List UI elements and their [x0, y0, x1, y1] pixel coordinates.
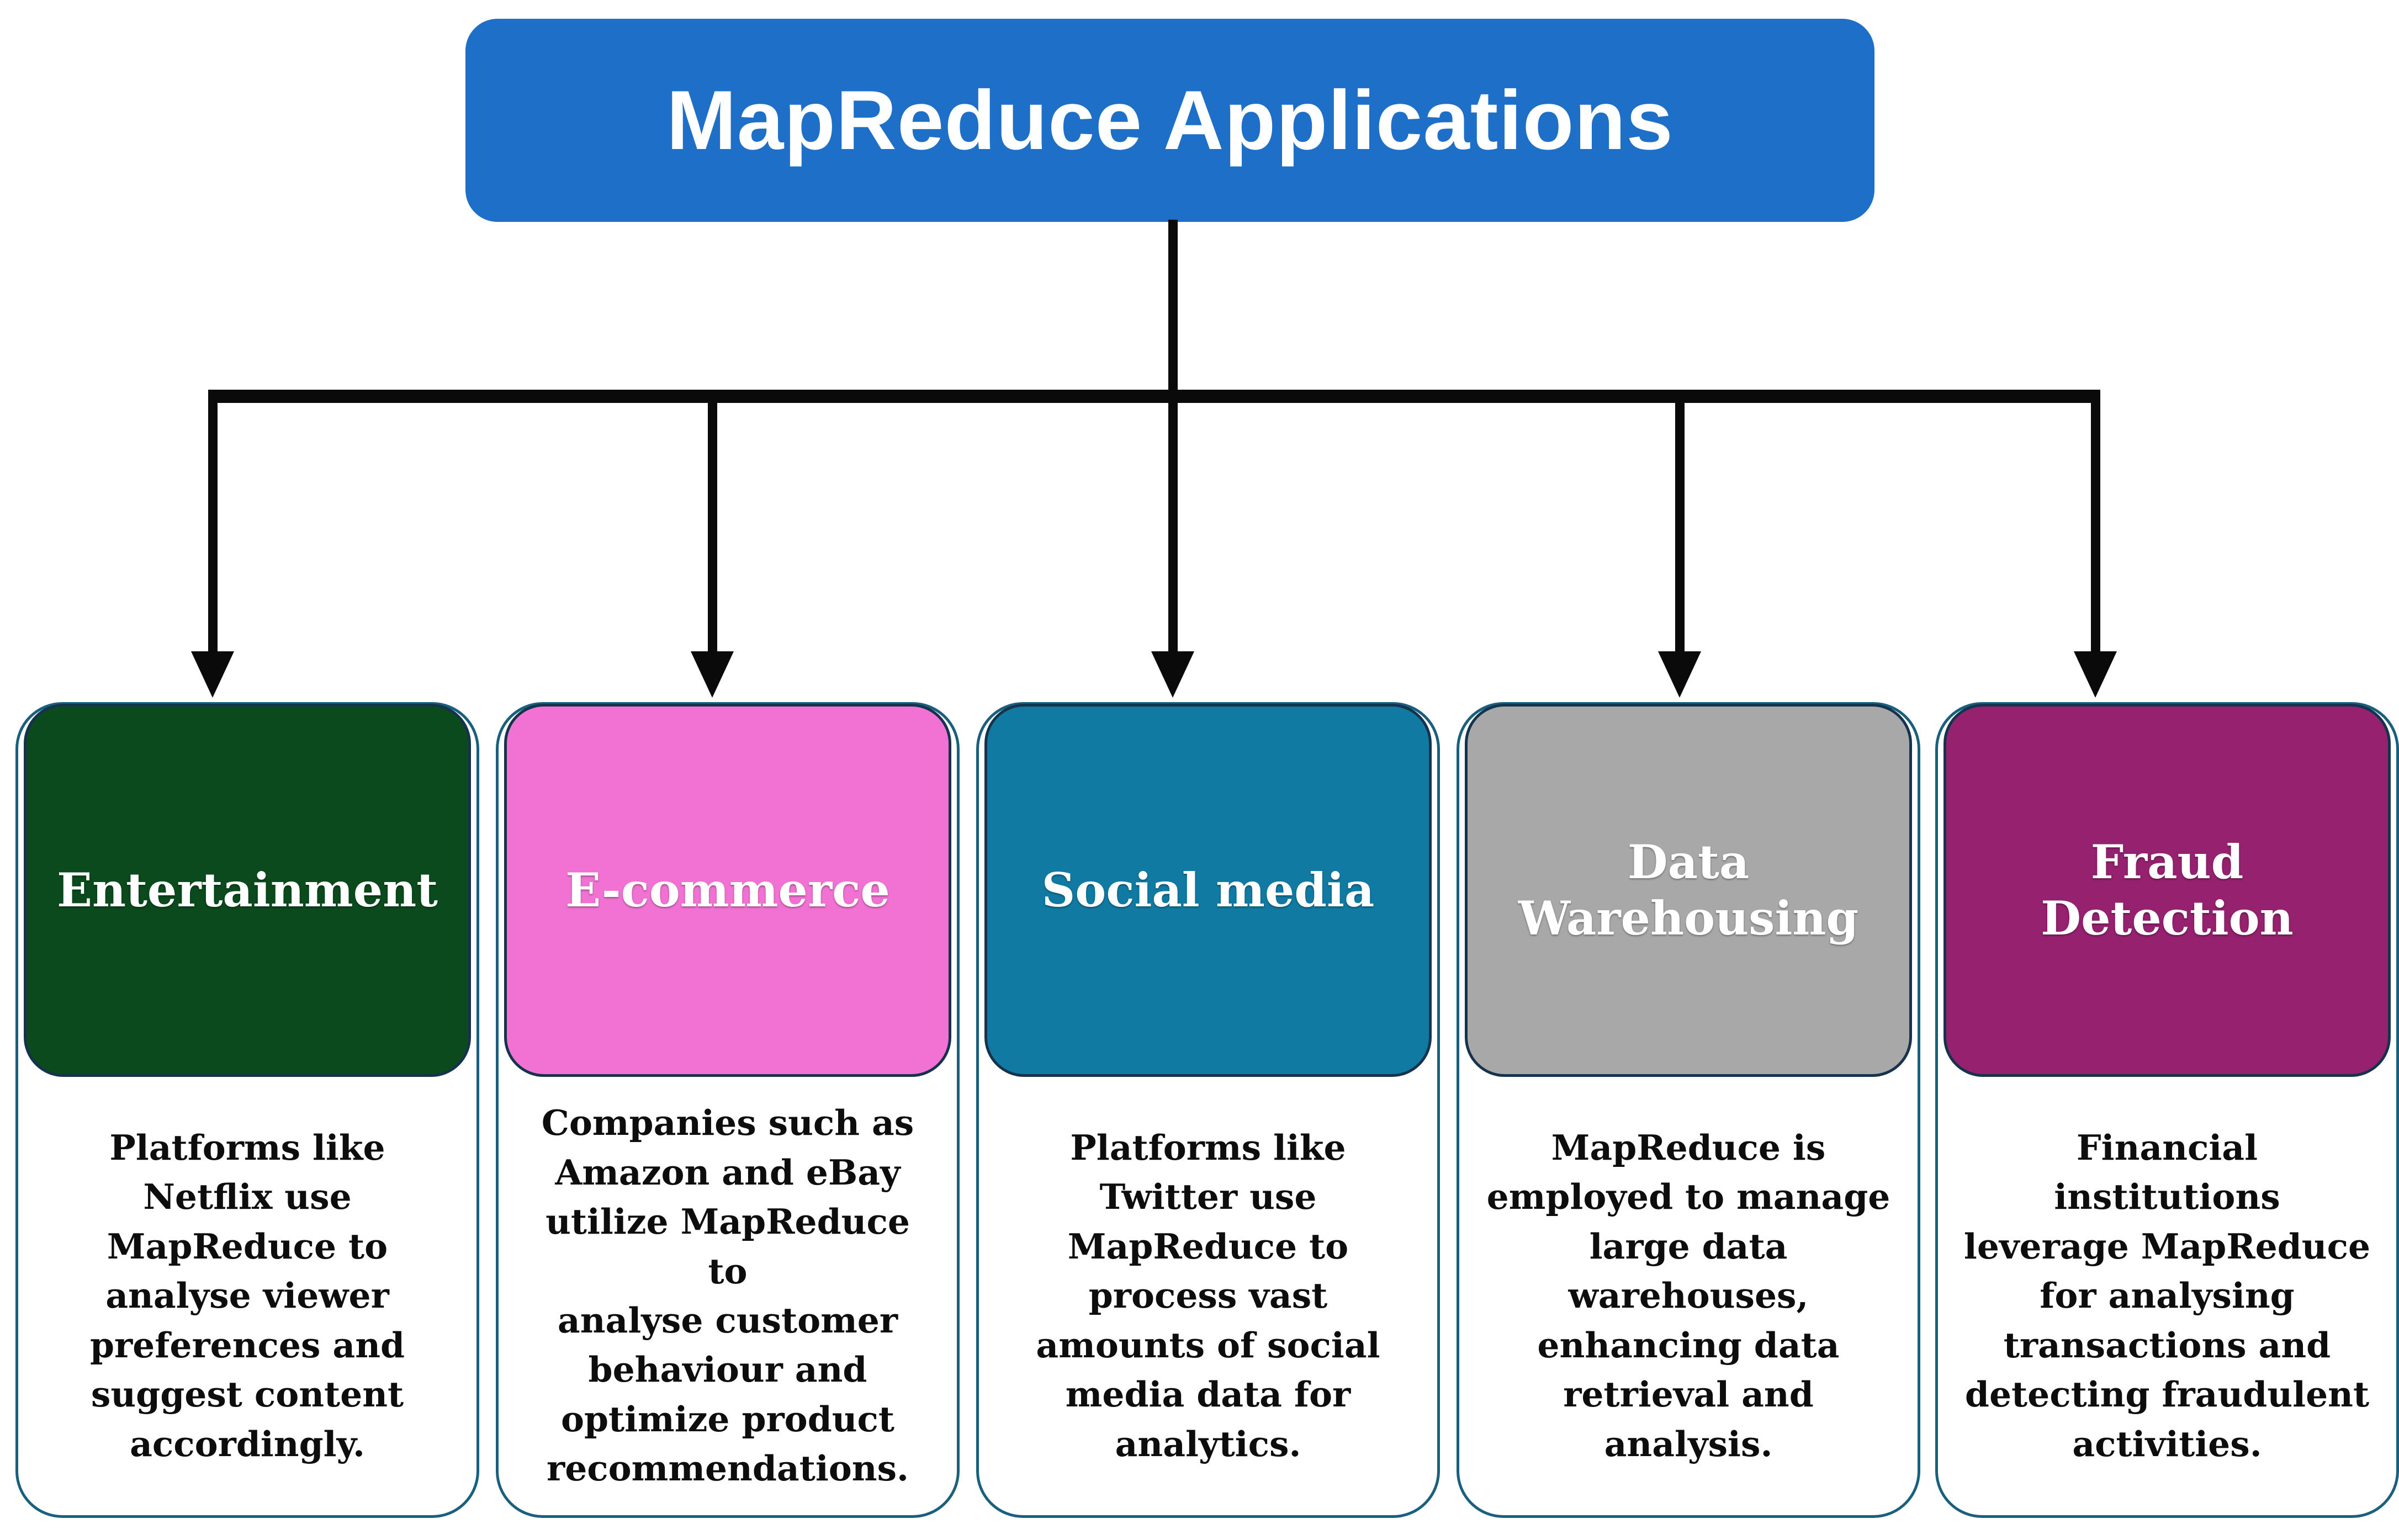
branch-title: Entertainment — [57, 862, 438, 917]
branch-card: Fraud Detection Financial institutions l… — [1935, 702, 2399, 1518]
arrow-line — [208, 401, 218, 652]
branch-description: Financial institutions leverage MapReduc… — [1938, 1077, 2396, 1515]
arrow-head-icon — [1658, 651, 1701, 698]
branch-description: Companies such as Amazon and eBay utiliz… — [499, 1077, 957, 1515]
branch-description: Platforms like Netflix use MapReduce to … — [18, 1077, 476, 1515]
arrow-head-icon — [1151, 651, 1194, 698]
branch-title: E-commerce — [565, 862, 890, 917]
connector-bar — [208, 390, 2100, 403]
arrow-line — [707, 401, 717, 652]
branch-title: Social media — [1041, 862, 1375, 917]
branch-description-text: Financial institutions leverage MapReduc… — [1963, 1127, 2371, 1464]
branch-card: E-commerce Companies such as Amazon and … — [496, 702, 960, 1518]
branch-title: Fraud Detection — [2041, 834, 2294, 946]
branch-card: Social media Platforms like Twitter use … — [976, 702, 1440, 1518]
branch-title: Data Warehousing — [1518, 834, 1859, 946]
branch-description-text: Platforms like Twitter use MapReduce to … — [1036, 1127, 1380, 1464]
branch-description: Platforms like Twitter use MapReduce to … — [979, 1077, 1437, 1515]
branch-description: MapReduce is employed to manage large da… — [1459, 1077, 1918, 1515]
arrow-line — [2090, 401, 2100, 652]
branch-description-text: Platforms like Netflix use MapReduce to … — [89, 1127, 405, 1464]
arrow-line — [1168, 401, 1178, 652]
title-box: MapReduce Applications — [465, 19, 1874, 222]
branch-card: Entertainment Platforms like Netflix use… — [15, 702, 479, 1518]
branch-card: Data Warehousing MapReduce is employed t… — [1457, 702, 1920, 1518]
branch-header: Entertainment — [24, 704, 471, 1077]
branch-description-text: Companies such as Amazon and eBay utiliz… — [541, 1102, 914, 1489]
arrow-head-icon — [2074, 651, 2117, 698]
arrow-line — [1675, 401, 1685, 652]
connector-stem — [1168, 220, 1178, 396]
branch-description-text: MapReduce is employed to manage large da… — [1486, 1127, 1890, 1464]
branch-header: Data Warehousing — [1465, 704, 1912, 1077]
diagram-title: MapReduce Applications — [666, 73, 1674, 167]
branch-header: Social media — [984, 704, 1432, 1077]
arrow-head-icon — [691, 651, 734, 698]
branch-header: E-commerce — [504, 704, 951, 1077]
arrow-head-icon — [191, 651, 234, 698]
branch-header: Fraud Detection — [1943, 704, 2391, 1077]
